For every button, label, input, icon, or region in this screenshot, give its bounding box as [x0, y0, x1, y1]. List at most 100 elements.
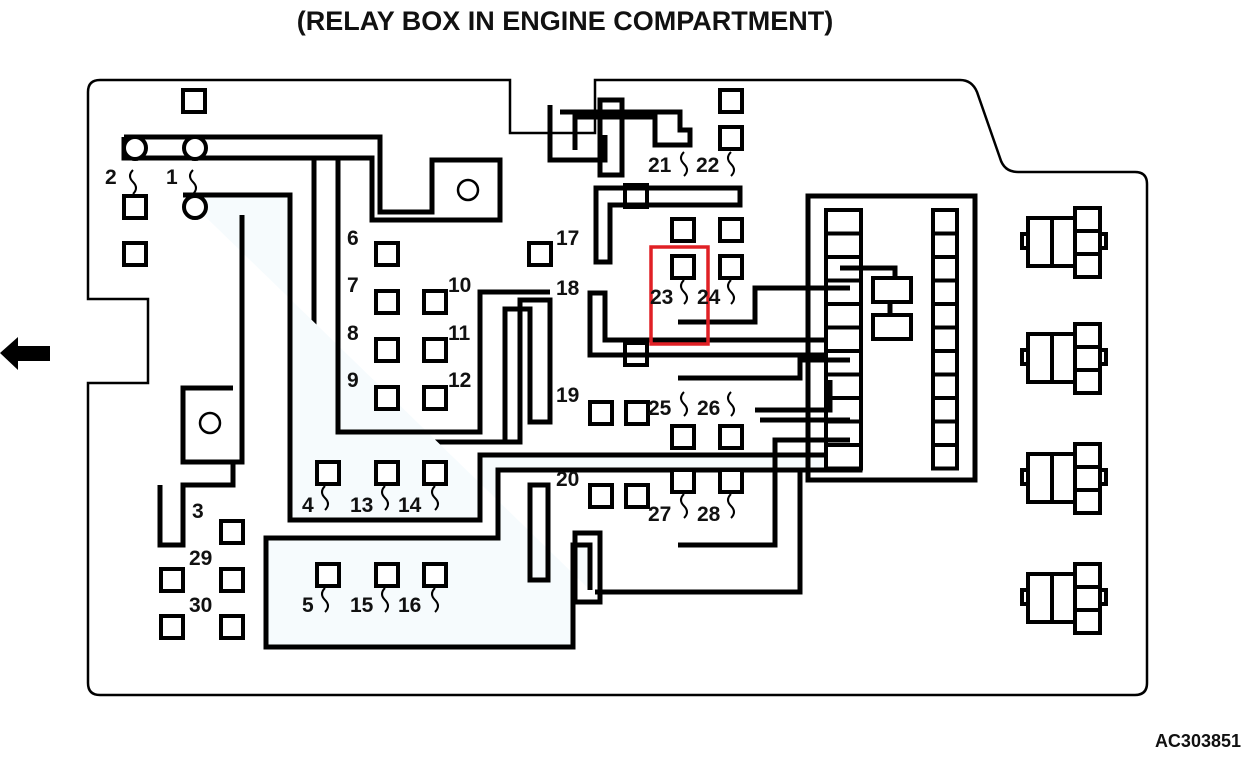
fuse-element-wave [727, 279, 735, 305]
fuse-label-24: 24 [697, 286, 721, 309]
lower-left-bracket [157, 462, 236, 548]
relay-slot [824, 349, 863, 377]
spare-terminal-a [122, 241, 148, 267]
fuse-1-bottom-terminal [182, 194, 208, 220]
fuse-label-23: 23 [650, 286, 673, 309]
fuse-slot [931, 231, 959, 259]
fuse-label-8: 8 [347, 322, 359, 345]
harness-connector [1020, 442, 1108, 515]
fuse-terminal [315, 562, 341, 588]
fuse-label-10: 10 [448, 274, 471, 297]
relay-small-lower [871, 313, 913, 341]
fuse-slot [931, 372, 959, 400]
fuse-terminal [422, 562, 448, 588]
fuse-slot [931, 325, 959, 353]
fuse-label-12: 12 [448, 369, 471, 392]
relay-slot [824, 302, 863, 330]
fuse-slot [931, 443, 959, 471]
fuse-label-27: 27 [648, 503, 671, 526]
fuse-terminal [588, 483, 614, 509]
wire-lower [595, 467, 850, 595]
fuse-label-2: 2 [105, 166, 117, 189]
fuse-terminal [374, 289, 400, 315]
fuse-2-terminal [122, 135, 148, 161]
wire-27-28 [678, 437, 850, 548]
fuse-label-6: 6 [347, 227, 359, 250]
harness-connector [1020, 562, 1108, 635]
fuse-element-wave [381, 485, 389, 511]
harness-connector [1020, 322, 1108, 395]
wire-25-26 [678, 357, 850, 381]
fuse-element-wave [321, 485, 329, 511]
fuse-terminal [374, 562, 400, 588]
fuse-block-6-12 [335, 158, 550, 435]
fuse-label-13: 13 [350, 494, 373, 517]
fuse-terminal [624, 483, 650, 509]
fuse-element-wave [727, 151, 735, 177]
fuse-terminal [374, 385, 400, 411]
fuse-slot [931, 396, 959, 424]
fuse-terminal [670, 468, 696, 494]
fuse-label-15: 15 [350, 594, 374, 617]
fuse-element-wave [680, 151, 688, 177]
mount-hole-left [198, 411, 222, 435]
arrow-left-icon [0, 337, 50, 370]
fuse-slot [931, 349, 959, 377]
fuse-terminal [718, 125, 744, 151]
fuse-label-20: 20 [556, 468, 579, 491]
wire-23-24 [678, 285, 850, 325]
fuse-label-17: 17 [556, 227, 579, 250]
mount-tab-left [180, 215, 245, 465]
fuse-element-wave [727, 493, 735, 519]
relay-small-upper [871, 276, 913, 304]
fuse-label-14: 14 [398, 494, 422, 517]
fuse-label-4: 4 [302, 494, 314, 517]
fuse-element-wave [381, 587, 389, 613]
mount-hole-top [456, 178, 480, 202]
fuse-label-21: 21 [648, 154, 672, 177]
diagram-title: (RELAY BOX IN ENGINE COMPARTMENT) [296, 6, 834, 36]
relay-harness-top [547, 97, 693, 178]
fuse-terminal [588, 400, 614, 426]
fuse-terminal [219, 567, 245, 593]
fuse-terminal [219, 519, 245, 545]
fuse-terminal [718, 88, 744, 114]
fuse-label-19: 19 [556, 384, 579, 407]
fuse-label-11: 11 [448, 322, 471, 345]
fuse-slot [931, 419, 959, 447]
fuse-terminal [624, 400, 650, 426]
fuse-label-18: 18 [556, 277, 580, 300]
lower-relay-20 [527, 482, 603, 605]
relay-slot [824, 231, 863, 259]
fuse-element-wave [727, 391, 735, 417]
fuse-terminal [159, 567, 185, 593]
fuse-terminal [219, 614, 245, 640]
fuse-element-wave [680, 391, 688, 417]
relay-link [840, 265, 898, 315]
relay-slot [824, 208, 863, 236]
fuse-terminal [422, 337, 448, 363]
fuse-terminal [422, 385, 448, 411]
fuse-label-3: 3 [192, 500, 204, 523]
fuse-label-16: 16 [398, 594, 421, 617]
fuse-label-26: 26 [697, 397, 720, 420]
housing-outline [86, 78, 1149, 697]
fuse-element-wave [431, 485, 439, 511]
fuse-1-terminal [182, 135, 208, 161]
harness-17-21-22 [593, 185, 743, 265]
fuse-terminal [159, 614, 185, 640]
fuse-element-wave [431, 587, 439, 613]
fuse-element-wave [680, 279, 688, 305]
fuse-terminal [670, 217, 696, 243]
fuse-terminal [315, 460, 341, 486]
fuse-label-5: 5 [302, 594, 314, 617]
fuse-label-22: 22 [696, 154, 719, 177]
bus-bar-left [121, 137, 314, 161]
fuse-terminal [527, 241, 553, 267]
fuse-terminal [422, 460, 448, 486]
fuse-terminal [374, 241, 400, 267]
fuse-slot [931, 255, 959, 283]
harness-connector [1020, 206, 1108, 279]
fuse-element-wave [680, 493, 688, 519]
fuse-slot [931, 302, 959, 330]
